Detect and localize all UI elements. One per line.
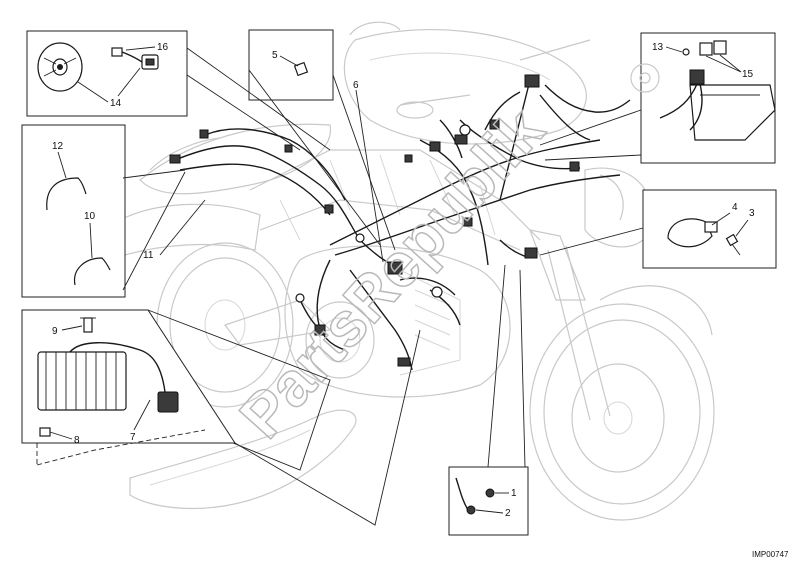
callout-3: 3 (749, 208, 755, 219)
callout-15: 15 (742, 69, 754, 80)
kit-box-top-left: 16 14 (26, 30, 188, 117)
callout-4: 4 (732, 202, 738, 213)
battery-cable-box: 1 2 (448, 466, 529, 536)
fuse-box: 5 (248, 29, 334, 101)
callout-14: 14 (110, 98, 122, 109)
callout-10: 10 (84, 211, 96, 222)
relay-box: 13 15 (630, 32, 776, 164)
relay-bracket-icon (689, 84, 776, 141)
callout-8: 8 (74, 435, 80, 446)
voltage-regulator-icon (37, 351, 127, 411)
regulator-box: 9 8 7 (21, 309, 236, 466)
callout-2: 2 (505, 508, 511, 519)
watermark: PartsRepublik (227, 95, 558, 451)
sensor-connector-icon (111, 47, 123, 57)
main-wiring-harness (169, 74, 631, 371)
callout-9: 9 (52, 326, 58, 337)
leader-lines (122, 47, 644, 526)
callout-11: 11 (143, 250, 154, 261)
horn-box: 4 3 (642, 189, 777, 269)
callout-6: 6 (353, 80, 359, 91)
callout-7: 7 (130, 432, 136, 443)
callout-16: 16 (157, 42, 169, 53)
clamps-box: 12 10 (21, 124, 126, 298)
callout-12: 12 (52, 141, 64, 152)
callout-13: 13 (652, 42, 664, 53)
motorcycle-outline (119, 21, 715, 521)
callout-5: 5 (272, 50, 278, 61)
figure-code: IMP00747 (752, 550, 789, 559)
callout-1: 1 (511, 488, 517, 499)
